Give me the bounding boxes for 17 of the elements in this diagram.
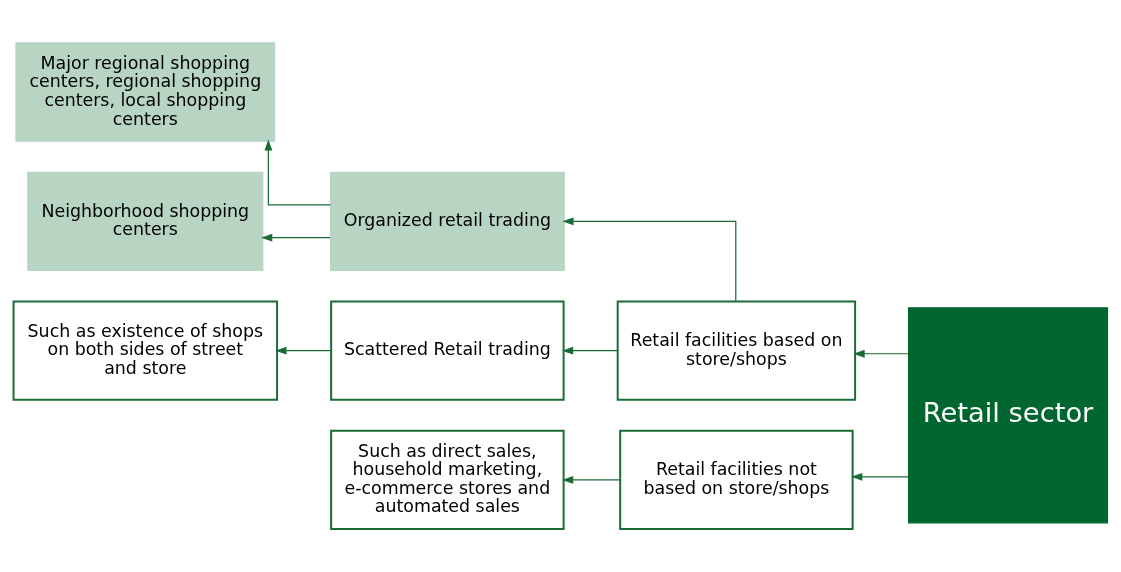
node-box: Neighborhood shopping centers	[27, 171, 264, 272]
node-box: Retail facilities not based on store/shops	[619, 429, 854, 531]
node-box: Organized retail trading	[329, 171, 565, 272]
node-box: Retail facilities based on store/shops	[616, 300, 857, 401]
node-box: Such as existence of shops on both sides of street and store	[12, 300, 279, 401]
arrow	[562, 346, 619, 355]
node-box: Major regional shopping centers, regional shopping centers, local shopping centers	[15, 42, 276, 142]
node-box: Such as direct sales, household marketing, e-commerce stores and automated sales	[330, 429, 565, 531]
arrow	[562, 476, 621, 484]
node-box: Scattered Retail trading	[330, 300, 565, 401]
arrow	[851, 472, 910, 481]
arrow	[261, 233, 331, 242]
arrow	[853, 349, 910, 358]
arrow	[562, 217, 737, 302]
arrow	[275, 346, 332, 355]
arrow	[264, 139, 332, 206]
node-box: Retail sector	[907, 307, 1109, 524]
